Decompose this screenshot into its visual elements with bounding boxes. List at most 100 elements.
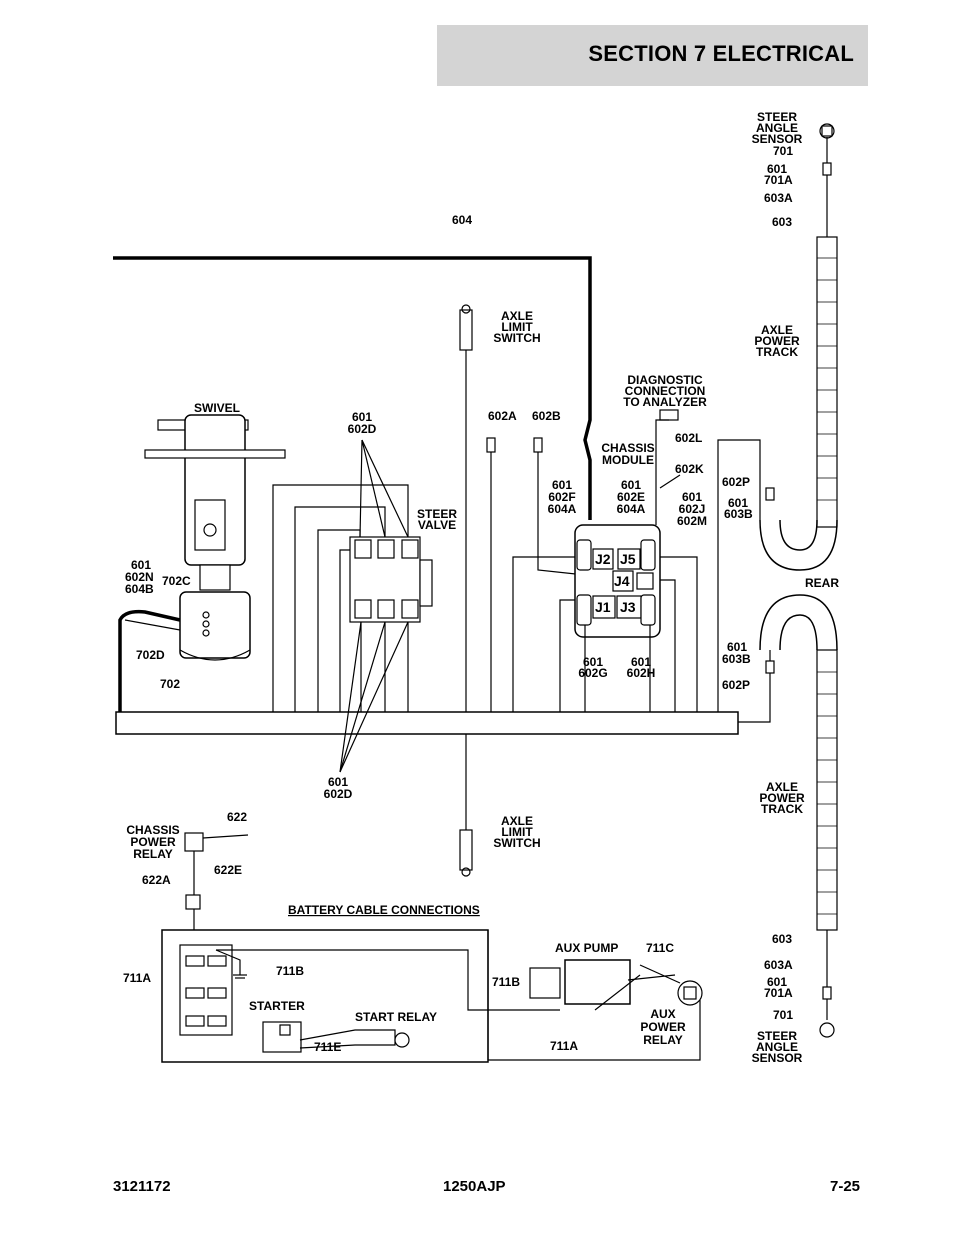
- aux-pump-label: AUX PUMP: [555, 941, 618, 955]
- wire-601-602j-602m-3: 602M: [677, 514, 707, 528]
- wire-601-602h-1: 601: [631, 655, 651, 669]
- swivel-label: SWIVEL: [194, 401, 240, 415]
- steer-angle-sensor-top-label-3: SENSOR: [752, 132, 803, 146]
- wire-601-602h-2: 602H: [627, 666, 656, 680]
- wire-602p-bot: 602P: [722, 678, 750, 692]
- wire-601-603b-bot-1: 601: [727, 640, 747, 654]
- aux-power-relay-label-1: AUX: [650, 1007, 675, 1021]
- footer-page-number: 7-25: [830, 1178, 861, 1195]
- wire-602b: 602B: [532, 409, 561, 423]
- connector-j5: J5: [620, 551, 636, 567]
- wire-701-bot: 701: [773, 1008, 793, 1022]
- wire-601-602j-602m-1: 601: [682, 490, 702, 504]
- wire-602l: 602L: [675, 431, 702, 445]
- chassis-module-label-2: MODULE: [602, 453, 654, 467]
- wire-622: 622: [227, 810, 247, 824]
- wire-601-bot: 601: [767, 975, 787, 989]
- steer-angle-sensor-top-icon: [821, 125, 833, 137]
- aux-power-relay-icon: [677, 980, 703, 1006]
- wire-601-602g-2: 602G: [578, 666, 607, 680]
- wire-602d-top-valve: 602D: [348, 422, 377, 436]
- wire-601-602j-602m-2: 602J: [679, 502, 706, 516]
- wire-622a: 622A: [142, 873, 171, 887]
- starter-label: STARTER: [249, 999, 305, 1013]
- wire-603-top: 603: [772, 215, 792, 229]
- wire-711b-right: 711B: [492, 975, 520, 989]
- steer-angle-sensor-top-label-1: STEER: [757, 110, 797, 124]
- wire-603a-top: 603A: [764, 191, 793, 205]
- connector-j4: J4: [614, 573, 630, 589]
- wire-711b-left: 711B: [276, 964, 304, 978]
- wire-701a-bot: 701A: [764, 986, 793, 1000]
- axle-power-track-bot-label-2: POWER: [759, 791, 805, 805]
- axle-power-track-top-label-3: TRACK: [756, 345, 798, 359]
- wire-622e: 622E: [214, 863, 242, 877]
- axle-power-track-bottom: [816, 649, 838, 931]
- battery-pack-icon: [179, 944, 233, 1036]
- wire-601-602f-604a-1: 601: [552, 478, 572, 492]
- axle-limit-switch-top-label-3: SWITCH: [493, 331, 540, 345]
- wire-601-bot-valve: 601: [328, 775, 348, 789]
- wire-602a: 602A: [488, 409, 517, 423]
- section-title: SECTION 7 ELECTRICAL: [588, 41, 854, 66]
- wire-602d-bot-valve: 602D: [324, 787, 353, 801]
- wire-603a-bot: 603A: [764, 958, 793, 972]
- wire-601-602e-604a-3: 604A: [617, 502, 646, 516]
- steer-angle-sensor-bot-label-2: ANGLE: [756, 1040, 798, 1054]
- axle-limit-switch-top-label-1: AXLE: [501, 309, 533, 323]
- wire-601-603b-top-1: 601: [728, 496, 748, 510]
- wire-601-602f-604a-3: 604A: [548, 502, 577, 516]
- aux-power-relay-label-3: RELAY: [643, 1033, 683, 1047]
- aux-pump-icon: [564, 959, 631, 1005]
- wire-601-top-valve: 601: [352, 410, 372, 424]
- axle-power-track-top: [816, 236, 838, 528]
- wire-701a-top: 701A: [764, 173, 793, 187]
- chassis-power-relay-label-2: POWER: [130, 835, 176, 849]
- start-relay-icon: [394, 1032, 410, 1048]
- diagnostic-connector-icon: [659, 409, 679, 421]
- chassis-power-relay-label-1: CHASSIS: [126, 823, 179, 837]
- start-relay-label: START RELAY: [355, 1010, 437, 1024]
- steer-angle-sensor-bot-label-3: SENSOR: [752, 1051, 803, 1065]
- connector-j3: J3: [620, 599, 636, 615]
- wire-701-top: 701: [773, 144, 793, 158]
- wire-601-603b-bot-2: 603B: [722, 652, 751, 666]
- chassis-power-relay-icon: [184, 832, 204, 852]
- wire-711a-left: 711A: [123, 971, 151, 985]
- wire-601-602g-1: 601: [583, 655, 603, 669]
- axle-power-track-top-label-2: POWER: [754, 334, 800, 348]
- chassis-module-label-1: CHASSIS: [601, 441, 654, 455]
- axle-limit-switch-top-icon: [459, 309, 473, 351]
- wire-711e: 711E: [314, 1040, 341, 1054]
- axle-limit-switch-bot-label-2: LIMIT: [501, 825, 533, 839]
- wire-602p-top: 602P: [722, 475, 750, 489]
- wire-601-602f-604a-2: 602F: [548, 490, 575, 504]
- steer-angle-sensor-bot-label-1: STEER: [757, 1029, 797, 1043]
- rear-label: REAR: [805, 576, 839, 590]
- connector-j2: J2: [595, 551, 611, 567]
- platform-beam: [115, 711, 739, 735]
- diagnostic-label-2: CONNECTION: [625, 384, 706, 398]
- section-header-bar: SECTION 7 ELECTRICAL: [437, 25, 868, 86]
- wire-601-602n-604b-2: 602N: [125, 570, 154, 584]
- steer-angle-sensor-top-label-2: ANGLE: [756, 121, 798, 135]
- axle-limit-switch-bot-label-3: SWITCH: [493, 836, 540, 850]
- wire-601-603b-top-2: 603B: [724, 507, 753, 521]
- footer-doc-number: 3121172: [113, 1178, 171, 1195]
- axle-limit-switch-bot-label-1: AXLE: [501, 814, 533, 828]
- aux-power-relay-label-2: POWER: [640, 1020, 686, 1034]
- axle-limit-switch-top-label-2: LIMIT: [501, 320, 533, 334]
- wire-604: 604: [452, 213, 472, 227]
- wire-603-bot: 603: [772, 932, 792, 946]
- axle-power-track-top-label-1: AXLE: [761, 323, 793, 337]
- wire-601-602e-604a-1: 601: [621, 478, 641, 492]
- footer-model: 1250AJP: [443, 1178, 506, 1195]
- motor-702-icon: [179, 591, 251, 659]
- wire-601-602e-604a-2: 602E: [617, 490, 645, 504]
- steer-angle-sensor-bottom-icon: [819, 1022, 835, 1038]
- diagnostic-label-1: DIAGNOSTIC: [627, 373, 703, 387]
- axle-limit-switch-bottom-icon: [459, 829, 473, 871]
- wire-702d: 702D: [136, 648, 165, 662]
- battery-cable-connections-label: BATTERY CABLE CONNECTIONS: [288, 903, 480, 917]
